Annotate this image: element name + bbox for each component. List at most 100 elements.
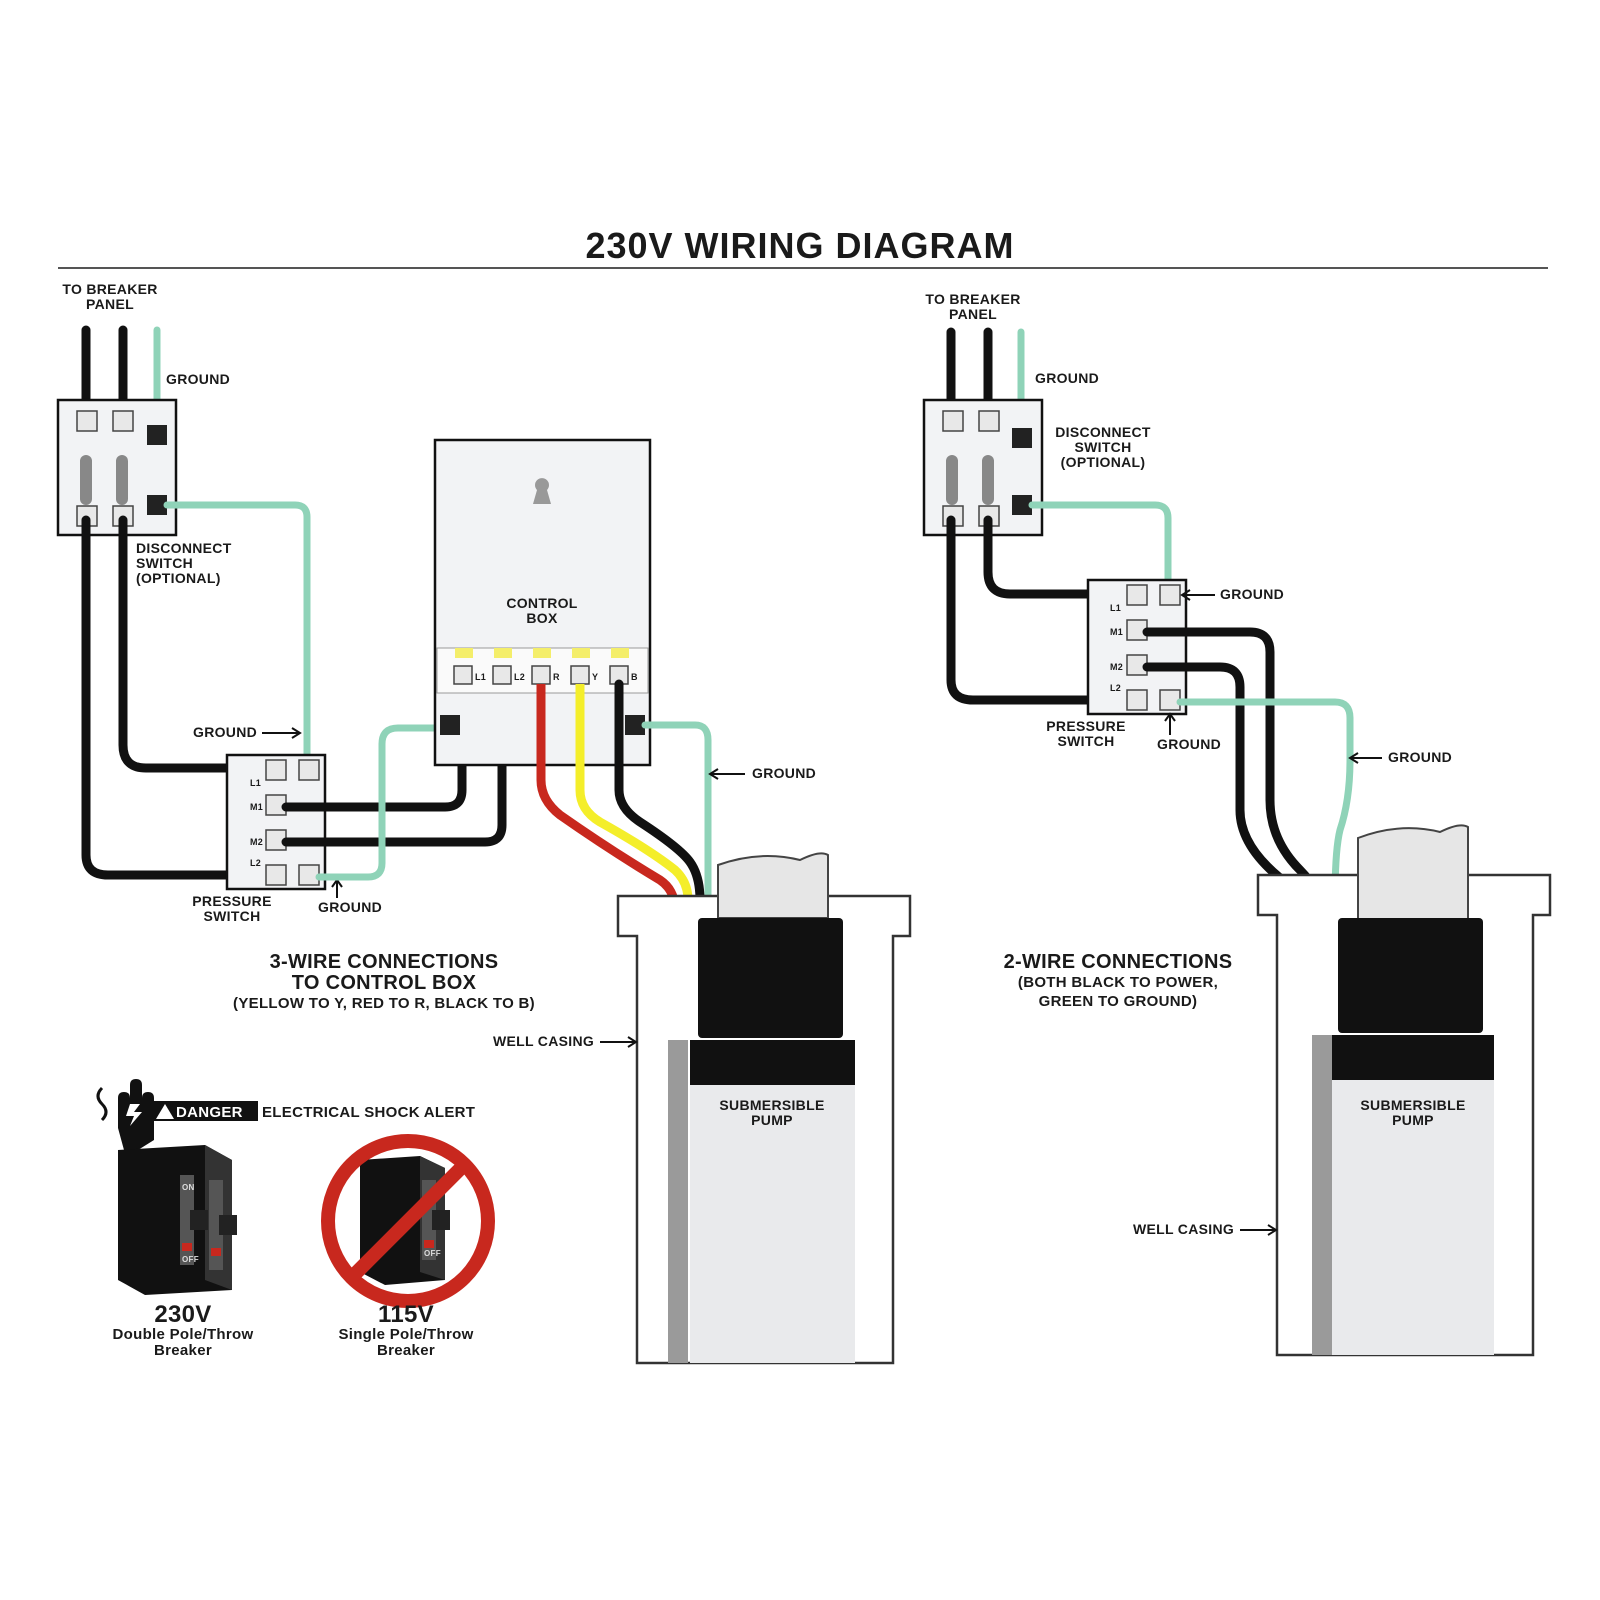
right-heading-3: GREEN TO GROUND)	[1039, 993, 1198, 1010]
left-cb-label-b: B	[631, 672, 638, 682]
left-cb-label-y: Y	[592, 672, 598, 682]
left-ps-label-l2: L2	[250, 858, 261, 868]
right-pressure-switch-label-2: SWITCH	[1057, 733, 1114, 749]
left-heading-2: TO CONTROL BOX	[292, 972, 477, 994]
no-voltage: 115V	[378, 1301, 434, 1328]
right-casing-wire-sleeve	[1312, 1035, 1332, 1355]
ok-voltage: 230V	[154, 1301, 211, 1328]
left-ps-to-cb-wire-m2	[281, 673, 507, 847]
right-disc-to-ps-wire-l1	[983, 515, 1141, 599]
left-ground-ps-label: GROUND	[193, 724, 257, 740]
double-pole-off-label: OFF	[182, 1255, 199, 1264]
danger-message: ELECTRICAL SHOCK ALERT	[262, 1104, 475, 1121]
left-ps-terminal-l1	[265, 759, 287, 781]
left-well-casing-label: WELL CASING	[493, 1033, 594, 1049]
right-well-casing-label: WELL CASING	[1133, 1221, 1234, 1237]
left-pressure-switch-label-2: SWITCH	[203, 908, 260, 924]
right-disconnect-label-1: DISCONNECT	[1055, 424, 1151, 440]
right-ground-pipe-arrow	[1348, 752, 1382, 764]
ok-breaker-label-2: Breaker	[154, 1342, 212, 1359]
left-red-wire	[536, 684, 680, 1040]
left-cb-terminal-y	[570, 665, 590, 685]
right-ps-label-l1: L1	[1110, 603, 1121, 613]
left-heading-3: (YELLOW TO Y, RED TO R, BLACK TO B)	[233, 995, 535, 1012]
left-well-casing-arrow	[600, 1036, 638, 1048]
left-switch-handle-1	[80, 455, 92, 505]
left-heading-1: 3-WIRE CONNECTIONS	[270, 951, 499, 973]
left-disconnect-label-2: SWITCH	[136, 555, 193, 571]
left-cb-highlight-y	[572, 648, 590, 658]
right-disc-to-ps-wire-l2	[946, 515, 1141, 705]
left-pump-label-2: PUMP	[751, 1112, 793, 1128]
danger-badge	[152, 1101, 258, 1121]
left-cb-label-r: R	[553, 672, 560, 682]
no-breaker-label-1: Single Pole/Throw	[338, 1326, 473, 1343]
left-casing-wire-sleeve	[668, 1040, 688, 1363]
left-cb-to-pump-ground	[641, 721, 712, 944]
right-pump-body	[1332, 1080, 1494, 1355]
left-cb-label-l1: L1	[475, 672, 486, 682]
left-ground-ps-bottom-arrow	[331, 878, 343, 898]
right-ground-ps-right-arrow	[1180, 589, 1215, 601]
right-ps-label-l2: L2	[1110, 683, 1121, 693]
left-cb-label-l2: L2	[514, 672, 525, 682]
left-ps-to-cb-ground	[315, 724, 454, 881]
danger-alert: DANGER ELECTRICAL SHOCK ALERT ON OFF 230…	[96, 1079, 495, 1359]
left-pump-body	[690, 1085, 855, 1363]
ok-breaker-label-1: Double Pole/Throw	[113, 1326, 254, 1343]
right-ps-label-m1: M1	[1110, 627, 1123, 637]
right-disc-terminal-2	[978, 410, 1000, 432]
left-ps-label-m1: M1	[250, 802, 263, 812]
left-diagram: TO BREAKER PANEL GROUND DISCONNECT SWITC…	[56, 281, 912, 1365]
left-ground-top-label: GROUND	[166, 371, 230, 387]
left-ps-terminal-l2	[265, 864, 287, 886]
warning-triangle-icon	[156, 1104, 174, 1119]
prohibited-icon	[321, 1134, 495, 1308]
shock-hand-icon	[96, 1079, 154, 1150]
left-ps-label-l1: L1	[250, 778, 261, 788]
right-heading-2: (BOTH BLACK TO POWER,	[1018, 974, 1218, 991]
left-pump-motor-top	[698, 918, 843, 1038]
right-ground-wire-to-pump	[1176, 698, 1354, 944]
left-cb-highlight-l2	[494, 648, 512, 658]
left-ground-ps-bottom-label: GROUND	[318, 899, 382, 915]
left-ps-to-cb-wire-m1	[281, 673, 467, 812]
right-ps-terminal-l1	[1126, 584, 1148, 606]
left-ground-cb-arrow	[708, 768, 745, 780]
right-well-casing-arrow	[1240, 1224, 1278, 1236]
right-breaker-panel-label-1: TO BREAKER	[925, 291, 1020, 307]
left-ps-ground-top	[298, 759, 320, 781]
right-ground-pipe-label: GROUND	[1388, 749, 1452, 765]
left-pump-label-1: SUBMERSIBLE	[719, 1097, 824, 1113]
left-breaker-panel-label-2: PANEL	[86, 296, 134, 312]
double-pole-breaker-icon	[118, 1145, 237, 1295]
left-disc-ground-terminal-top	[147, 425, 167, 445]
left-switch-handle-2	[116, 455, 128, 505]
right-ps-terminal-l2	[1126, 689, 1148, 711]
left-disc-terminal-1	[76, 410, 98, 432]
left-cb-terminal-l2	[492, 665, 512, 685]
right-switch-handle-1	[946, 455, 958, 505]
left-disc-to-ps-wire-l1	[118, 515, 277, 773]
right-pump-label-2: PUMP	[1392, 1112, 1434, 1128]
left-cb-highlight-b	[611, 648, 629, 658]
right-pump-pipe	[1357, 824, 1469, 921]
left-breaker-panel-label-1: TO BREAKER	[62, 281, 157, 297]
left-cb-highlight-l1	[455, 648, 473, 658]
left-cb-terminal-l1	[453, 665, 473, 685]
right-breaker-panel-label-2: PANEL	[949, 306, 997, 322]
double-pole-on-label: ON	[182, 1183, 195, 1192]
single-pole-off-label: OFF	[424, 1249, 441, 1258]
left-cb-highlight-r	[533, 648, 551, 658]
right-heading-1: 2-WIRE CONNECTIONS	[1004, 951, 1233, 973]
right-disc-ground-terminal-bottom	[1012, 495, 1032, 515]
left-ground-ps-arrow	[262, 727, 302, 739]
left-pressure-switch-label-1: PRESSURE	[192, 893, 271, 909]
right-ps-label-m2: M2	[1110, 662, 1123, 672]
left-cb-ground-terminal-left	[440, 715, 460, 735]
left-control-box-label-2: BOX	[526, 610, 558, 626]
right-ground-ps-bottom-label: GROUND	[1157, 736, 1221, 752]
no-breaker-label-2: Breaker	[377, 1342, 435, 1359]
right-disc-to-ps-ground	[1028, 501, 1172, 598]
